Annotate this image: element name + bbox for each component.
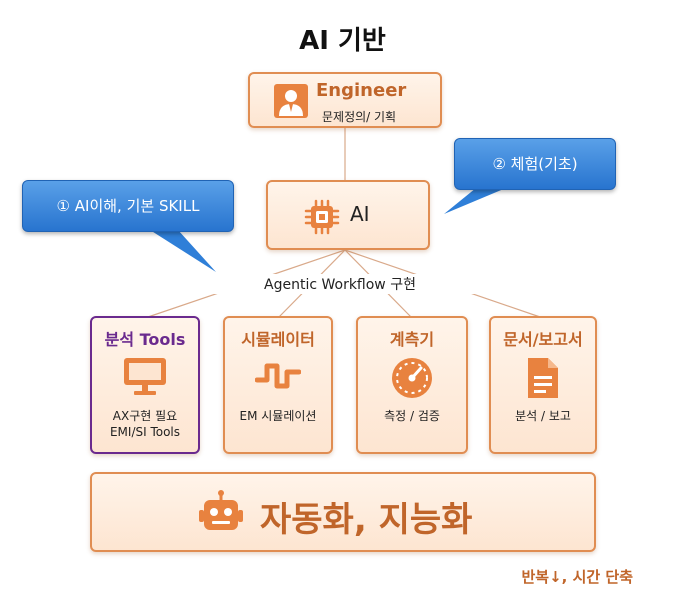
automation-box: 자동화, 지능화 (90, 472, 596, 552)
tool-analysis-title: 분석 Tools (104, 330, 186, 349)
tool-box-simulator: 시뮬레이터 EM 시뮬레이션 (223, 316, 333, 454)
tool-simulator-title: 시뮬레이터 (241, 330, 315, 349)
tool-box-meter: 계측기 측정 / 검증 (356, 316, 468, 454)
tool-meter-title: 계측기 (389, 330, 435, 349)
engineer-name: Engineer (316, 80, 407, 101)
workflow-label: Agentic Workflow 구현 (200, 274, 480, 294)
diagram-title: AI 기반 (299, 26, 386, 56)
callout-experience-text: ② 체험(기초) (492, 155, 578, 173)
tool-simulator-line1: EM 시뮬레이션 (239, 409, 317, 423)
tool-meter-line1: 측정 / 검증 (384, 409, 440, 423)
monitor-icon (124, 358, 166, 395)
callout-ai-understanding-text: ① AI이해, 기본 SKILL (56, 197, 200, 215)
chip-icon (304, 199, 340, 235)
tool-box-document: 문서/보고서 분석 / 보고 (489, 316, 597, 454)
tool-document-line1: 분석 / 보고 (515, 409, 571, 423)
tool-analysis-line2: EMI/SI Tools (109, 425, 181, 439)
person-icon (274, 84, 308, 118)
tool-analysis-line1: AX구현 필요 (112, 409, 178, 423)
ai-box: AI (266, 180, 430, 250)
waveform-icon (255, 363, 301, 389)
tool-box-analysis: 분석 Tools AX구현 필요 EMI/SI Tools (90, 316, 200, 454)
robot-icon (199, 490, 243, 530)
tool-document-title: 문서/보고서 (503, 330, 583, 349)
footer-note: 반복↓, 시간 단축 (521, 568, 633, 586)
gauge-icon (392, 358, 432, 398)
engineer-subtitle: 문제정의/ 기획 (322, 110, 397, 124)
engineer-box: Engineer 문제정의/ 기획 (248, 72, 442, 128)
callout-ai-understanding: ① AI이해, 기본 SKILL (22, 180, 234, 232)
automation-label: 자동화, 지능화 (260, 500, 473, 540)
ai-label: AI (350, 202, 370, 226)
document-icon (528, 358, 558, 398)
callout-experience: ② 체험(기초) (454, 138, 616, 190)
